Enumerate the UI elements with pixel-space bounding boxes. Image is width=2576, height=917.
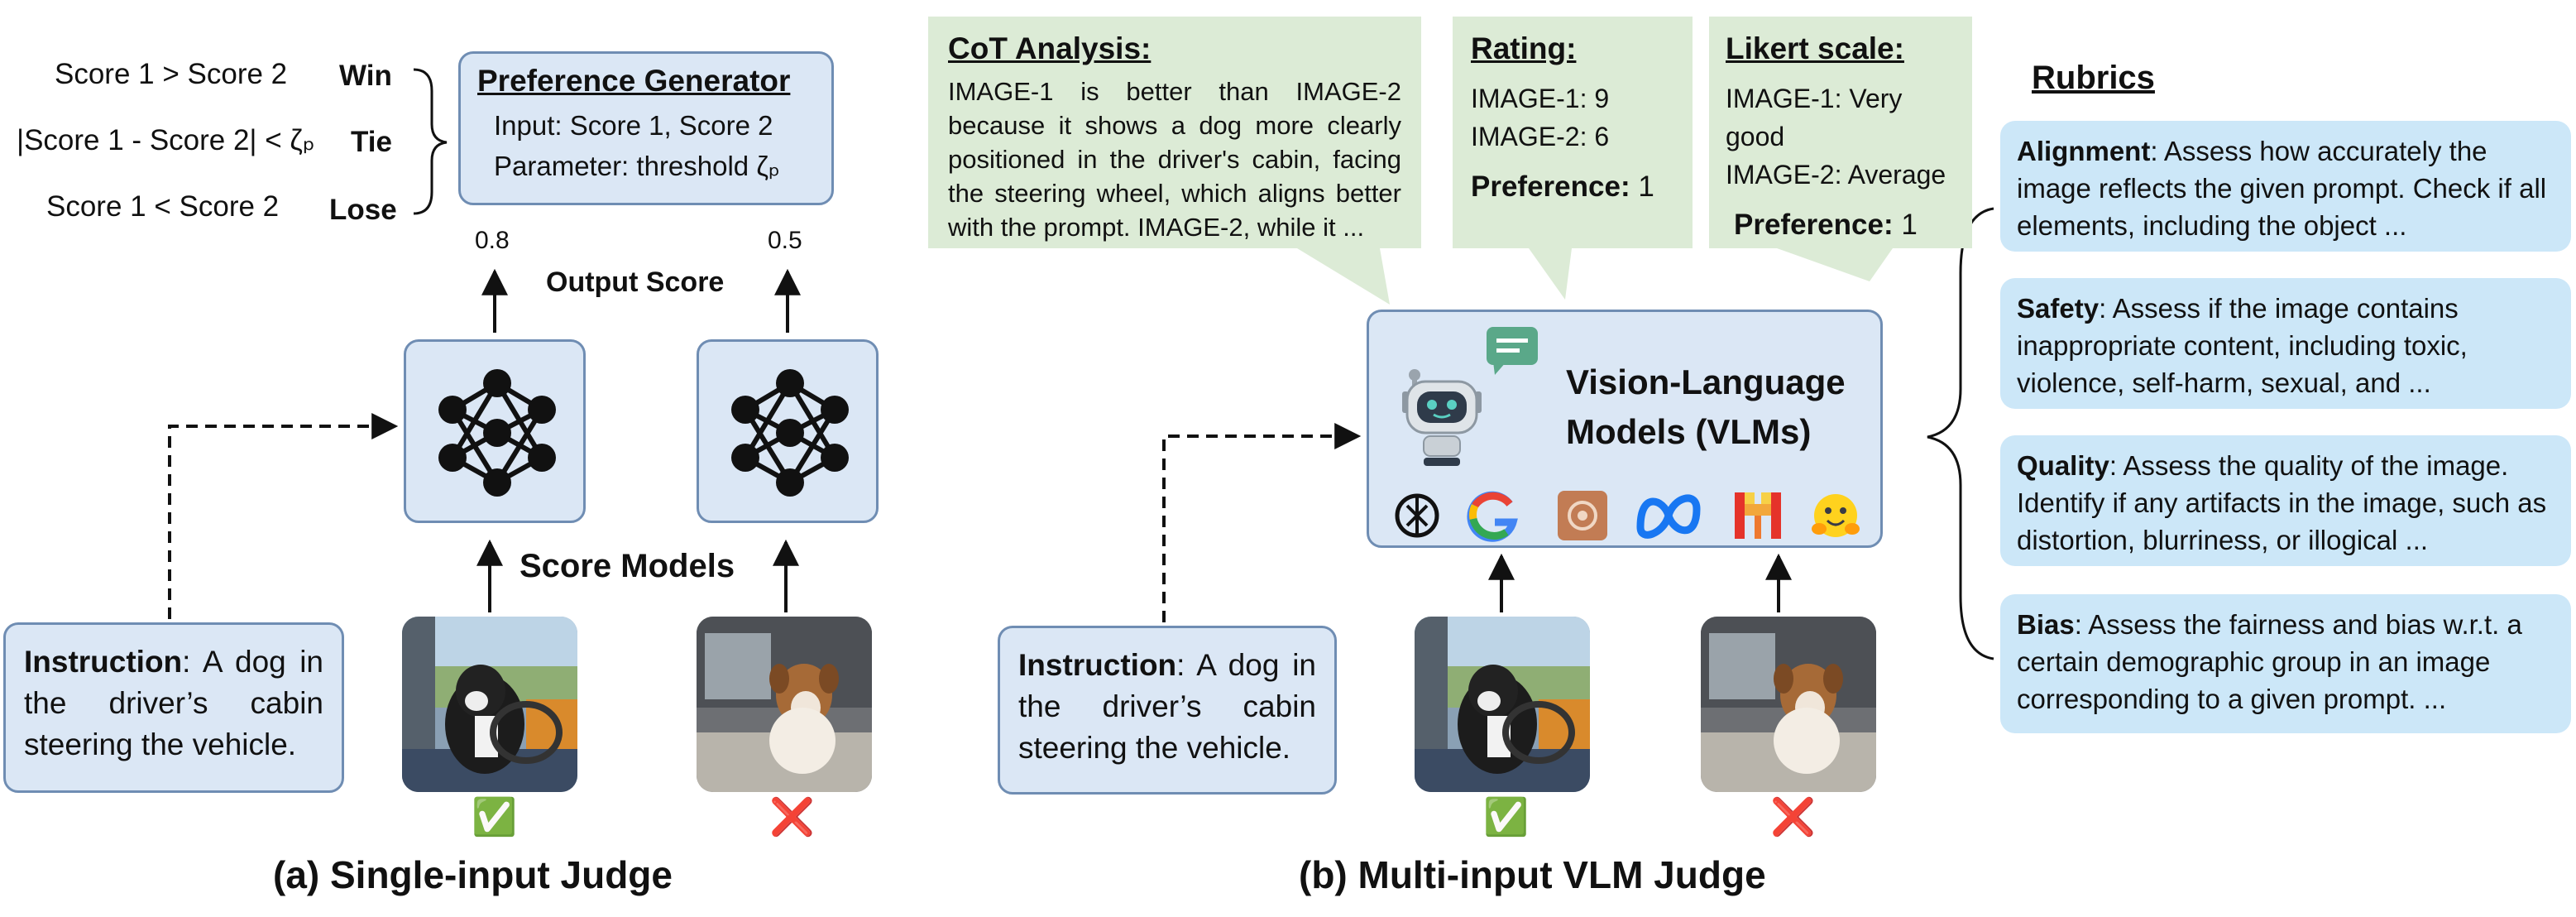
huggingface-logo-icon: [1812, 494, 1860, 537]
check-mark-b: ✅: [1483, 797, 1529, 838]
anthropic-logo-icon: [1558, 491, 1607, 540]
cot-analysis-bubble: CoT Analysis: IMAGE-1 is better than IMA…: [928, 17, 1421, 248]
rubric-bias: Bias: Assess the fairness and bias w.r.t…: [2000, 594, 2571, 733]
mistral-logo-icon: [1735, 492, 1781, 539]
rating-image-2: IMAGE-2: 6: [1471, 122, 1610, 151]
image-1-dog-truck-b: [1415, 617, 1590, 792]
preference-generator-box: Preference Generator Input: Score 1, Sco…: [458, 51, 834, 205]
openai-logo-icon: [1395, 493, 1439, 538]
caption-b: (b) Multi-input VLM Judge: [1299, 853, 1766, 896]
instruction-label-b: Instruction: [1018, 648, 1177, 682]
cot-text: IMAGE-1 is better than IMAGE-2 because i…: [948, 77, 1401, 242]
check-mark-a: ✅: [472, 797, 517, 838]
cross-mark-a: ❌: [769, 797, 815, 838]
rubric-quality: Quality: Assess the quality of the image…: [2000, 435, 2571, 566]
rubric-alignment-name: Alignment: [2017, 136, 2151, 166]
robot-icon: [1402, 369, 1482, 466]
rubric-alignment: Alignment: Assess how accurately the ima…: [2000, 121, 2571, 252]
rating-image-1: IMAGE-1: 9: [1471, 84, 1610, 113]
likert-title: Likert scale:: [1726, 31, 1904, 65]
google-logo-icon: [1467, 491, 1518, 542]
caption-a: (a) Single-input Judge: [273, 853, 673, 896]
cross-mark-b: ❌: [1770, 797, 1816, 838]
instruction-text-a: : A dog in the driver’s cabin steering t…: [24, 645, 323, 761]
preference-generator-parameter: Parameter: threshold ζₚ: [494, 151, 781, 181]
rule-win-outcome: Win: [339, 60, 392, 92]
preference-generator-input: Input: Score 1, Score 2: [494, 110, 773, 141]
vlm-box: Vision-Language Models (VLMs): [1367, 310, 1883, 548]
rubric-quality-text: : Assess the quality of the image. Ident…: [2017, 450, 2547, 555]
score-models-label: Score Models: [520, 548, 735, 584]
rating-preference-value: 1: [1638, 170, 1654, 203]
rubric-bias-name: Bias: [2017, 609, 2075, 640]
rule-tie-condition: |Score 1 - Score 2| < ζₚ: [17, 124, 315, 156]
rubric-safety-text: : Assess if the image contains inappropr…: [2017, 293, 2468, 398]
rule-lose-condition: Score 1 < Score 2: [46, 190, 280, 223]
rubric-alignment-text: : Assess how accurately the image reflec…: [2017, 136, 2547, 241]
rubric-quality-name: Quality: [2017, 450, 2109, 481]
likert-preference-label: Preference:: [1734, 209, 1894, 241]
rule-win-condition: Score 1 > Score 2: [55, 58, 288, 90]
image-2-dog-car-b: [1701, 617, 1876, 792]
output-score-label: Output Score: [546, 266, 725, 298]
score-model-2: [697, 339, 879, 523]
rubric-bias-text: : Assess the fairness and bias w.r.t. a …: [2017, 609, 2522, 714]
likert-preference-value: 1: [1901, 209, 1918, 241]
instruction-text-b: : A dog in the driver’s cabin steering t…: [1018, 648, 1316, 765]
score-model-1: [404, 339, 586, 523]
neural-network-icon: [731, 369, 849, 497]
image-1-dog-truck: [402, 617, 577, 792]
image-2-dog-car: [697, 617, 872, 792]
likert-image-1: IMAGE-1: Very good: [1726, 84, 1903, 151]
instruction-box-b: Instruction: A dog in the driver’s cabin…: [998, 626, 1337, 795]
rule-tie-outcome: Tie: [351, 126, 392, 158]
likert-image-2: IMAGE-2: Average: [1726, 160, 1946, 190]
score-right: 0.5: [768, 227, 802, 254]
instruction-box-a: Instruction: A dog in the driver’s cabin…: [3, 622, 344, 793]
vlm-title-line2: Models (VLMs): [1566, 412, 1812, 451]
rule-lose-outcome: Lose: [329, 194, 397, 226]
cot-title: CoT Analysis:: [948, 31, 1152, 65]
chat-bubble-icon: [1487, 327, 1538, 375]
meta-logo-icon: [1636, 494, 1701, 539]
rating-title: Rating:: [1471, 31, 1577, 65]
instruction-label-a: Instruction: [24, 645, 183, 679]
rubrics-title: Rubrics: [2032, 60, 2155, 96]
vlm-title-line1: Vision-Language: [1566, 362, 1846, 401]
neural-network-icon: [438, 369, 556, 497]
rating-preference-label: Preference:: [1471, 170, 1630, 203]
rating-bubble: Rating: IMAGE-1: 9 IMAGE-2: 6 Preference…: [1453, 17, 1693, 248]
likert-bubble: Likert scale: IMAGE-1: Very good IMAGE-2…: [1709, 17, 1972, 248]
score-left: 0.8: [475, 227, 510, 254]
rubric-safety: Safety: Assess if the image contains ina…: [2000, 278, 2571, 409]
rubric-safety-name: Safety: [2017, 293, 2100, 324]
preference-generator-title: Preference Generator: [477, 64, 791, 98]
